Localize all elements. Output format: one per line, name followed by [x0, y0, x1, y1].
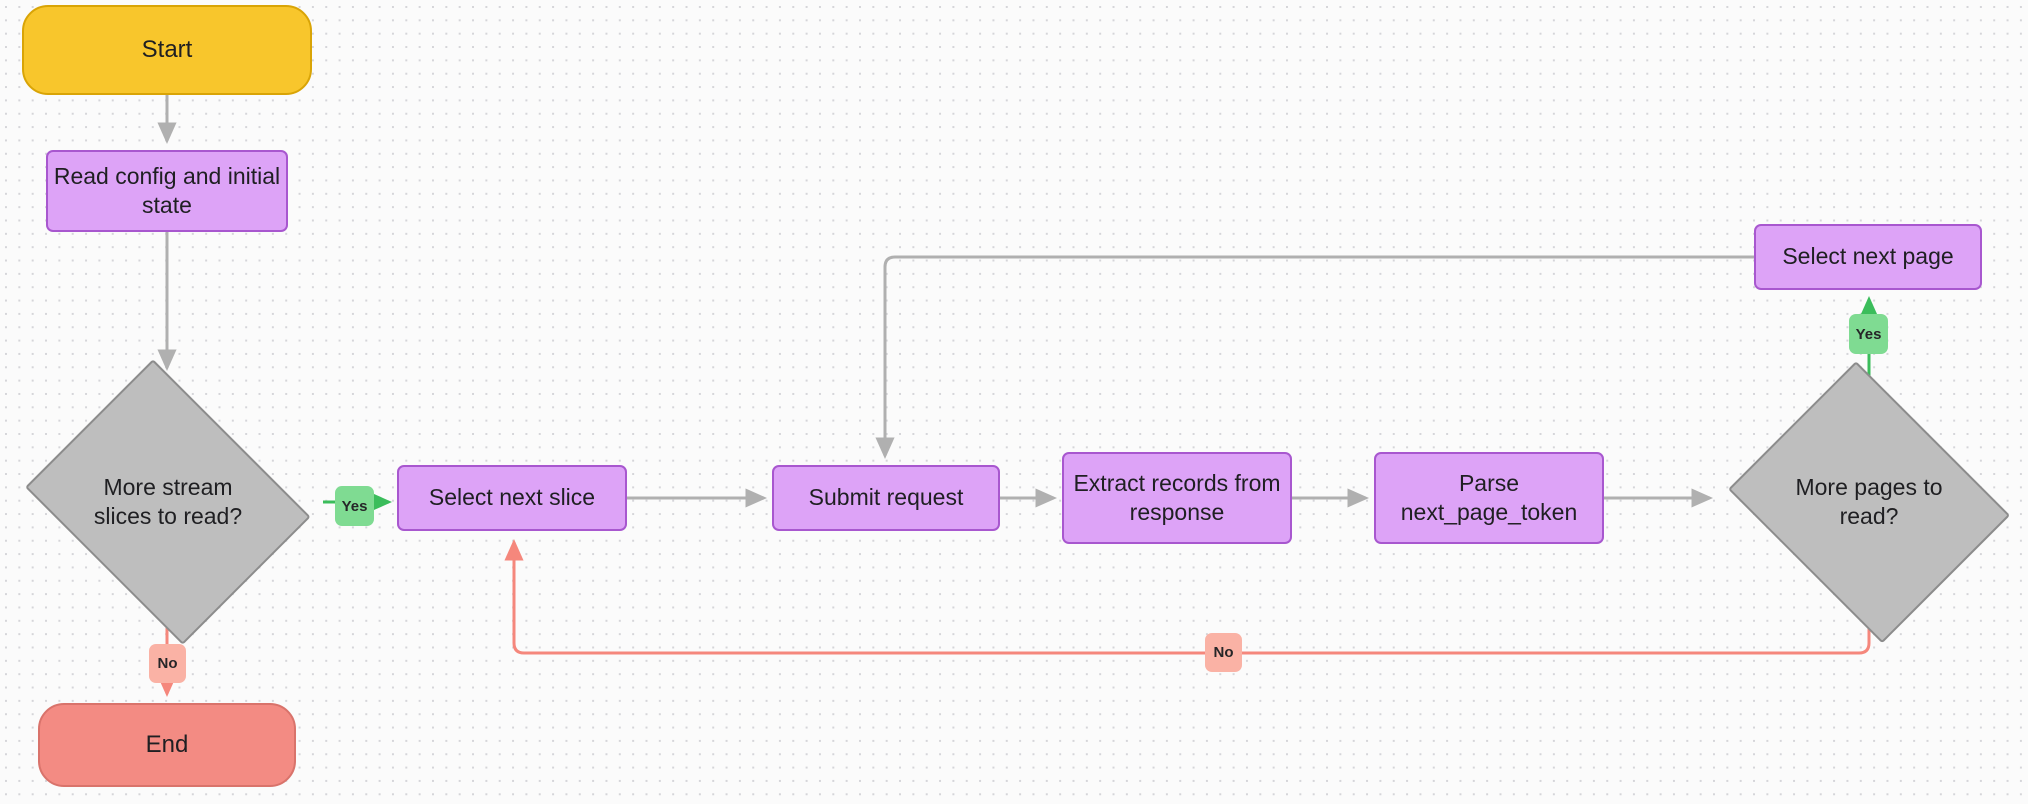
node-submit-request-label: Submit request [808, 484, 964, 511]
edge-label-yes-more-pages[interactable]: Yes [1849, 314, 1888, 354]
edge-select-page-to-submit [875, 255, 1754, 460]
node-select-next-slice-label: Select next slice [428, 484, 596, 511]
node-select-next-slice[interactable]: Select next slice [397, 465, 627, 531]
node-more-stream-slices[interactable]: More stream slices to read? [13, 359, 323, 645]
edge-label-text: Yes [1855, 325, 1882, 343]
node-end[interactable]: End [38, 703, 296, 787]
edge-label-text: No [157, 655, 178, 672]
node-parse-next-page-token[interactable]: Parse next_page_token [1374, 452, 1604, 544]
edge-label-text: No [1213, 644, 1234, 661]
node-start[interactable]: Start [22, 5, 312, 95]
node-select-next-page[interactable]: Select next page [1754, 224, 1982, 290]
edge-label-yes-more-slices[interactable]: Yes [335, 486, 374, 526]
node-end-label: End [145, 730, 189, 758]
node-extract-records-label: Extract records from response [1073, 469, 1281, 525]
node-extract-records[interactable]: Extract records from response [1062, 452, 1292, 544]
node-submit-request[interactable]: Submit request [772, 465, 1000, 531]
node-parse-next-page-token-label: Parse next_page_token [1400, 469, 1578, 525]
node-more-pages-to-read[interactable]: More pages to read? [1718, 361, 2020, 643]
node-more-stream-slices-label: More stream slices to read? [93, 473, 243, 529]
node-read-config-label: Read config and initial state [53, 162, 281, 218]
node-start-label: Start [141, 35, 193, 63]
node-select-next-page-label: Select next page [1782, 243, 1954, 270]
node-read-config[interactable]: Read config and initial state [46, 150, 288, 232]
node-more-pages-to-read-label: More pages to read? [1795, 473, 1943, 529]
edge-label-text: Yes [341, 497, 368, 515]
edge-label-no-more-slices[interactable]: No [149, 644, 186, 683]
edge-label-no-more-pages[interactable]: No [1205, 633, 1242, 672]
edge-more-pages-no-to-select-slice [504, 538, 1871, 655]
